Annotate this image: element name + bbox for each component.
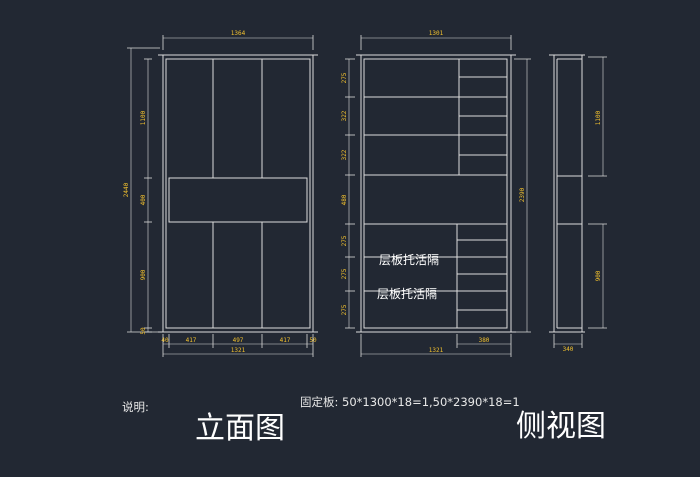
dim-front-b4: 417 — [280, 337, 291, 344]
side-outer-frame — [553, 54, 583, 333]
dim-inner-r5: 275 — [341, 235, 348, 246]
dim-inner-top-width: 1301 — [429, 30, 444, 37]
dim-front-b5: 50 — [309, 337, 317, 344]
dim-inner-r2: 322 — [341, 110, 348, 121]
inner-elevation: 层板托活隔 层板托活隔 1301 275 322 322 480 275 275… — [341, 30, 531, 357]
front-outer-frame — [162, 54, 314, 333]
dim-inner-r1: 275 — [341, 72, 348, 83]
front-inner-frame — [165, 58, 311, 329]
dim-front-bottom-width: 1321 — [231, 347, 246, 354]
dim-inner-r7: 275 — [341, 304, 348, 315]
dim-side-lower: 900 — [595, 270, 602, 281]
dim-front-upper: 1100 — [140, 110, 147, 125]
dim-front-base: 50 — [140, 327, 147, 335]
front-elevation: 1364 2440 1100 400 900 50 40 417 497 417… — [123, 30, 318, 357]
dim-inner-r6: 275 — [341, 268, 348, 279]
title-front-elevation: 立面图 — [195, 411, 285, 446]
explain-label: 说明: — [122, 400, 149, 414]
shelf-note-2: 层板托活隔 — [377, 287, 437, 301]
side-view: 1100 900 340 — [549, 54, 607, 353]
dim-inner-right-total: 2390 — [519, 187, 526, 202]
dim-front-b2: 417 — [186, 337, 197, 344]
dim-inner-r4: 480 — [341, 194, 348, 205]
dim-side-depth: 340 — [563, 346, 574, 353]
fixed-board-note: 固定板: 50*1300*18=1,50*2390*18=1 — [300, 395, 520, 409]
dim-front-b1: 40 — [161, 337, 169, 344]
title-side-view: 侧视图 — [516, 409, 606, 444]
dim-inner-d1: 380 — [479, 337, 490, 344]
front-open-niche — [168, 177, 308, 223]
dim-inner-r3: 322 — [341, 149, 348, 160]
inner-inner-frame — [363, 58, 508, 329]
dim-front-niche: 400 — [140, 194, 147, 205]
dim-front-top-width: 1364 — [231, 30, 246, 37]
dim-front-b3: 497 — [233, 337, 244, 344]
dim-front-total-height: 2440 — [123, 182, 130, 197]
dim-side-upper: 1100 — [595, 110, 602, 125]
dim-inner-bottom-width: 1321 — [429, 347, 444, 354]
dim-front-lower: 900 — [140, 269, 147, 280]
shelf-note-1: 层板托活隔 — [379, 253, 439, 267]
